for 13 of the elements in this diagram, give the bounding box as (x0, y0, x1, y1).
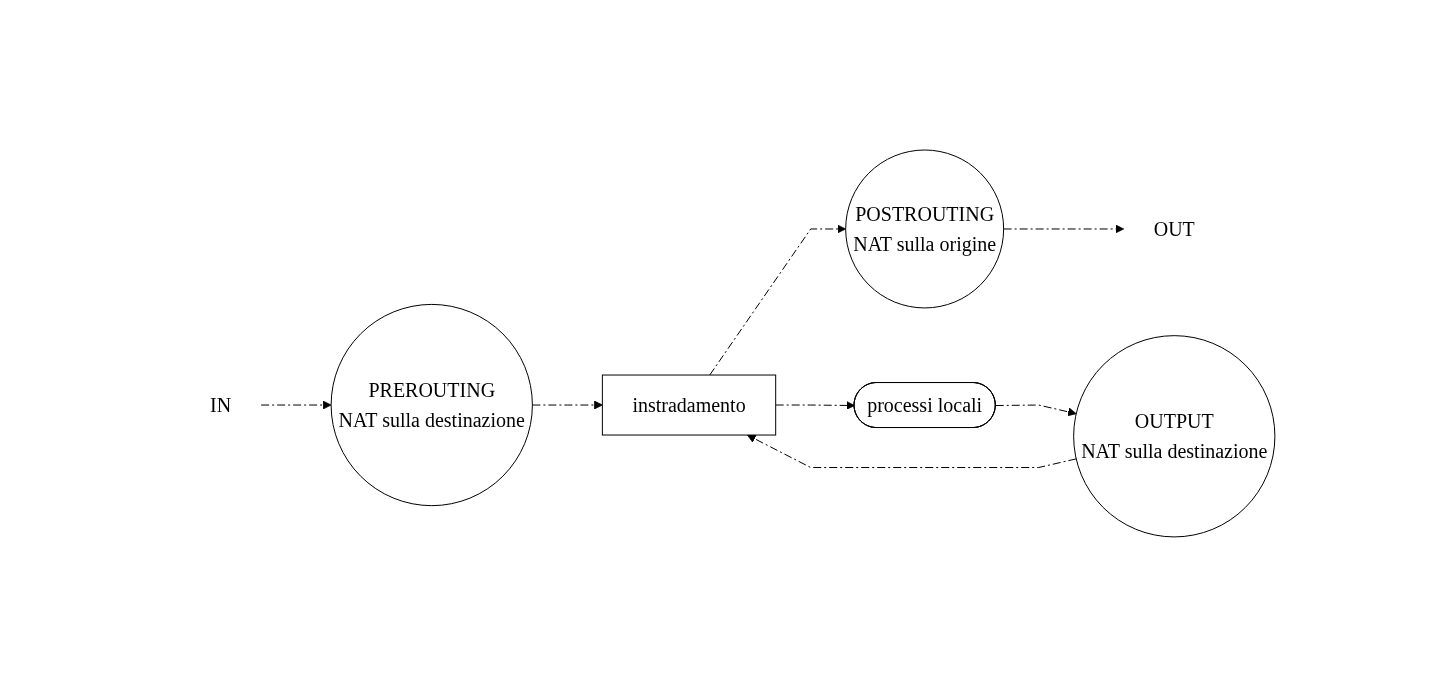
arrow (708, 224, 846, 376)
arrow (531, 400, 603, 410)
arrow (260, 400, 332, 410)
arrow (746, 434, 1077, 469)
node-circle: PREROUTING NAT sulla destinazione (330, 303, 533, 507)
arrow (994, 404, 1077, 417)
arrow (1002, 224, 1124, 234)
node-text: IN (209, 394, 231, 417)
node-circle: OUTPUT NAT sulla destinazione (1072, 335, 1275, 538)
arrow (774, 401, 855, 410)
node-text: OUT (1153, 218, 1195, 241)
node-circle: POSTROUTING NAT sulla origine (844, 149, 1004, 309)
node-box: instradamento (601, 374, 776, 436)
